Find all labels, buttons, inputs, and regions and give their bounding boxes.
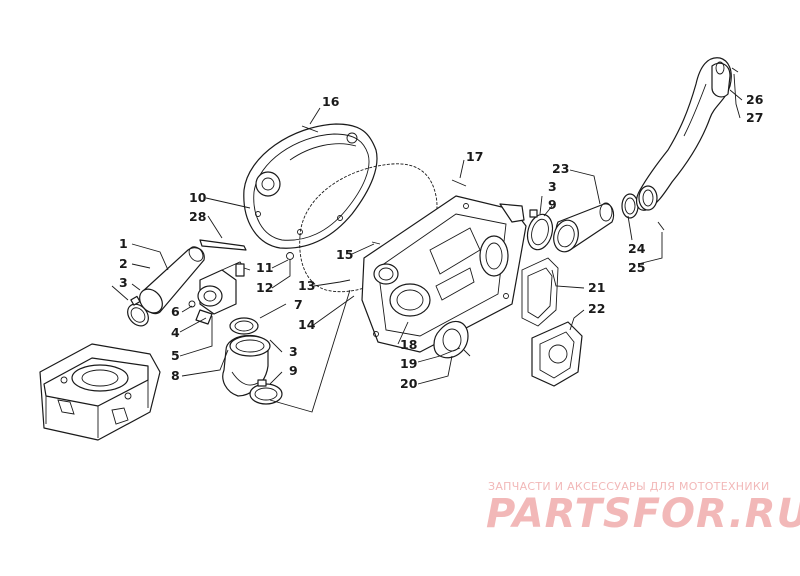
callout-2: 2 xyxy=(119,256,128,271)
callout-3: 3 xyxy=(119,275,128,290)
exhaust-duct xyxy=(553,202,615,253)
outer-clutch-cover xyxy=(243,123,378,249)
leader-lines xyxy=(131,73,743,413)
callout-16: 16 xyxy=(322,94,340,109)
callout-22: 22 xyxy=(588,301,605,316)
callout-21: 21 xyxy=(588,280,605,295)
callout-20: 20 xyxy=(400,376,418,391)
screw-27 xyxy=(731,67,739,73)
gasket-22 xyxy=(531,321,583,387)
callout-14: 14 xyxy=(298,317,316,332)
callout-27: 27 xyxy=(746,110,763,125)
callout-8: 8 xyxy=(171,368,180,383)
intake-tube xyxy=(139,246,205,315)
watermark-caption: ЗАПЧАСТИ И АКСЕССУАРЫ ДЛЯ МОТОТЕХНИКИ xyxy=(488,480,770,493)
hose-clamp-left xyxy=(127,295,149,327)
screw-25 xyxy=(657,221,665,231)
hose-clamp-right xyxy=(526,209,554,251)
callout-3-lower: 3 xyxy=(289,344,298,359)
callout-25: 25 xyxy=(628,260,645,275)
hose-clamp-24 xyxy=(621,193,639,219)
callout-15: 15 xyxy=(336,247,353,262)
callout-17: 17 xyxy=(466,149,483,164)
callout-26: 26 xyxy=(746,92,764,107)
hose-clamp-lower xyxy=(249,379,283,405)
callout-23: 23 xyxy=(552,161,569,176)
callout-7: 7 xyxy=(294,297,303,312)
callout-labels: 1 2 3 4 5 6 7 8 3 9 10 28 11 12 13 14 15… xyxy=(119,92,764,391)
watermark-logo: PARTSFOR.RU xyxy=(486,491,800,537)
callout-9-right: 9 xyxy=(548,197,557,212)
callout-1: 1 xyxy=(119,236,128,251)
callout-18: 18 xyxy=(400,337,417,352)
callout-3-right: 3 xyxy=(548,179,557,194)
callout-11: 11 xyxy=(256,260,273,275)
air-box-base xyxy=(39,343,161,441)
gasket-21 xyxy=(521,257,559,327)
callout-13: 13 xyxy=(298,278,315,293)
callout-5: 5 xyxy=(171,348,180,363)
callout-12: 12 xyxy=(256,280,273,295)
inner-clutch-housing xyxy=(361,195,527,353)
cable-tie xyxy=(199,239,247,251)
bolt-15 xyxy=(371,241,381,245)
callout-28: 28 xyxy=(189,209,206,224)
bolt-17 xyxy=(451,179,467,187)
elbow-duct xyxy=(222,317,271,397)
callout-9-lower: 9 xyxy=(289,363,298,378)
callout-19: 19 xyxy=(400,356,417,371)
callout-4: 4 xyxy=(171,325,180,340)
washer-12 xyxy=(286,252,294,260)
long-duct xyxy=(636,57,732,211)
bolt-16 xyxy=(301,125,319,133)
callout-6: 6 xyxy=(171,304,180,319)
callout-10: 10 xyxy=(189,190,207,205)
small-screw xyxy=(111,285,129,301)
gasket-21-inner xyxy=(527,267,553,319)
callout-24: 24 xyxy=(628,241,646,256)
sensor-housing xyxy=(188,261,251,325)
